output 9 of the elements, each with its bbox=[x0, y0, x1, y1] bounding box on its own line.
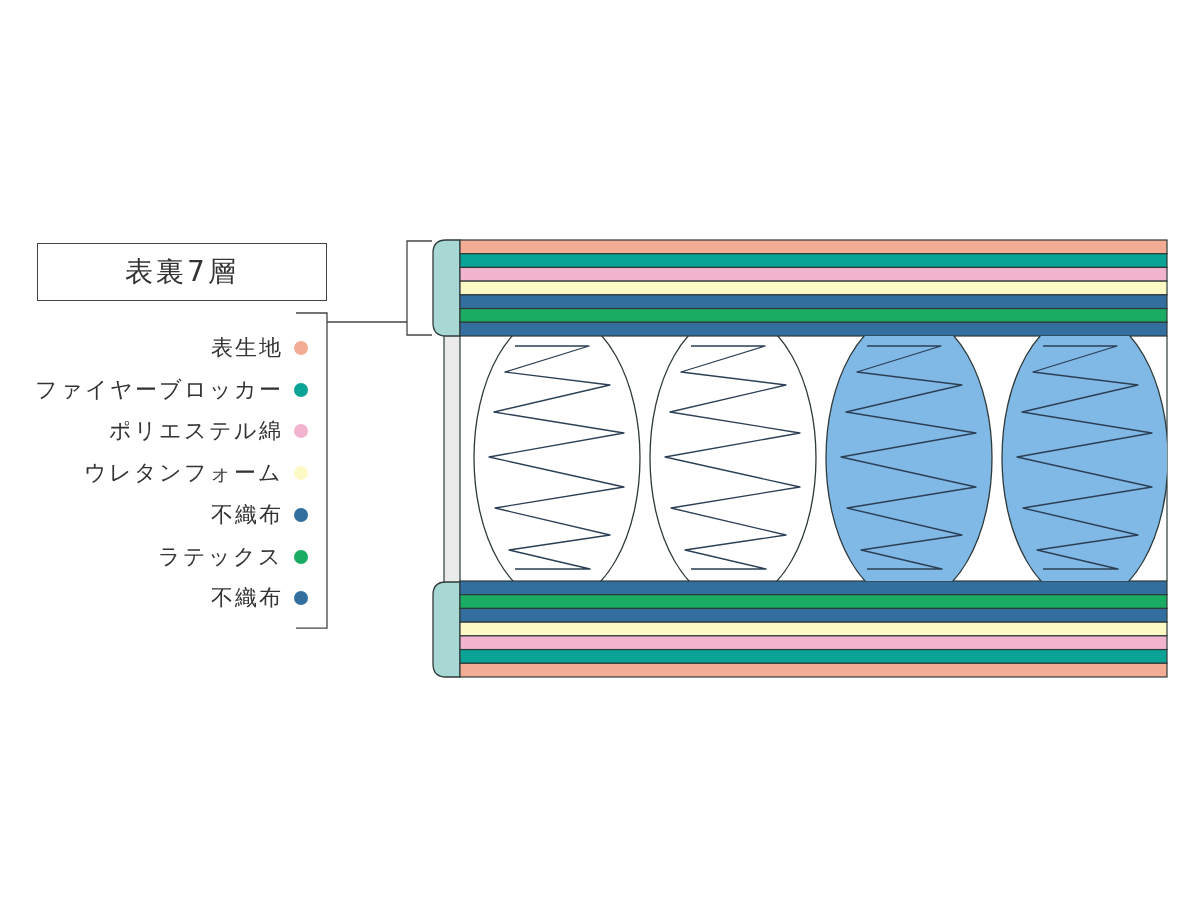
legend-label: ファイヤーブロッカー bbox=[35, 376, 283, 403]
legend-label: ポリエステル綿 bbox=[109, 418, 283, 445]
legend-label: 不織布 bbox=[211, 501, 283, 528]
legend-label: ラテックス bbox=[158, 543, 283, 570]
heading-text: 表裏7層 bbox=[125, 255, 239, 289]
heading-box bbox=[37, 243, 327, 301]
legend-label: ウレタンフォーム bbox=[84, 460, 283, 487]
legend-label: 表生地 bbox=[211, 335, 283, 361]
legend-label: 不織布 bbox=[211, 585, 283, 612]
